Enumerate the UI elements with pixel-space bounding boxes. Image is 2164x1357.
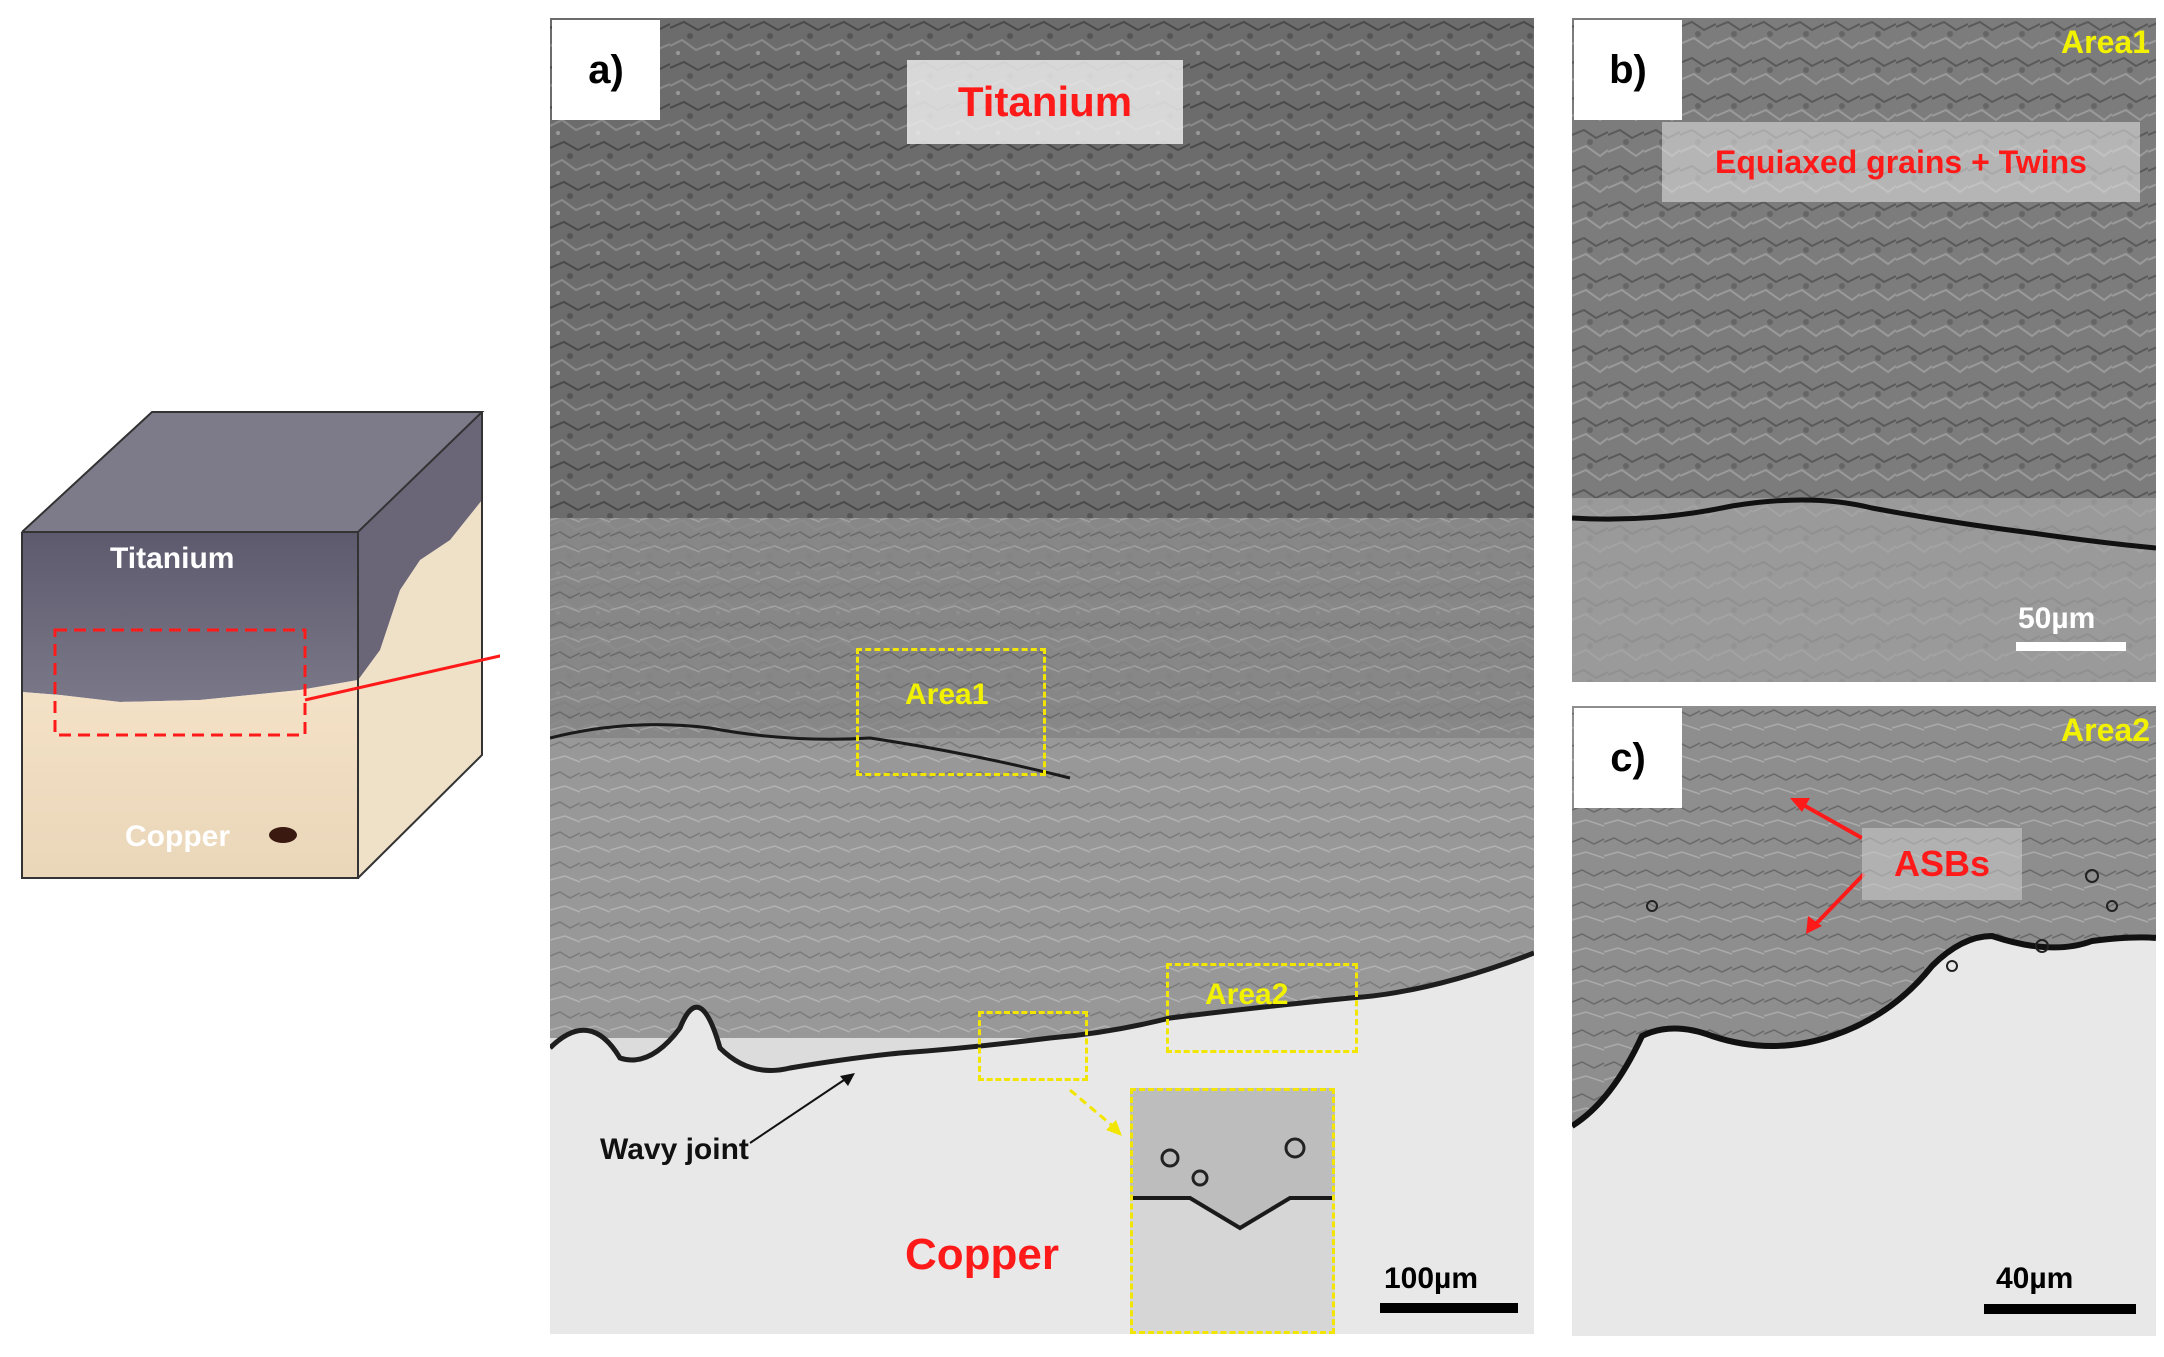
panel-c-micrograph	[1572, 706, 2156, 1336]
panel-a-micrograph	[550, 18, 1534, 1334]
panel-c-tag: c)	[1574, 708, 1682, 808]
panel-c-caption: ASBs	[1893, 843, 1991, 884]
panel-b-tag: b)	[1574, 20, 1682, 120]
wavy-joint-label: Wavy joint	[600, 1133, 749, 1166]
panel-a: a) Titanium Area1 Area2 Wavy joint Coppe…	[550, 18, 1534, 1334]
cube-top-label: Titanium	[110, 542, 235, 575]
area2-label: Area2	[1205, 978, 1289, 1011]
cube-top-face	[22, 412, 482, 532]
area1-label: Area1	[905, 678, 989, 711]
panel-a-title: Titanium	[957, 78, 1133, 125]
panel-c-corner: Area2	[2061, 712, 2150, 748]
area2-box	[1166, 963, 1358, 1053]
cube-drawing	[21, 411, 500, 879]
cube-bottom-label: Copper	[125, 820, 230, 853]
inset-source-box	[978, 1011, 1088, 1081]
panel-c-caption-box: ASBs	[1862, 828, 2022, 900]
panel-b-scale-bar	[2016, 642, 2126, 651]
panel-a-scale-bar	[1380, 1303, 1518, 1313]
area1-box	[856, 648, 1046, 776]
panel-b-caption-box: Equiaxed grains + Twins	[1662, 122, 2140, 202]
panel-a-bottom-title: Copper	[905, 1230, 1059, 1279]
inset-box	[1130, 1088, 1335, 1334]
panel-b-corner: Area1	[2061, 24, 2150, 60]
panel-a-title-box: Titanium	[907, 60, 1183, 144]
panel-a-tag: a)	[552, 20, 660, 120]
panel-b-caption: Equiaxed grains + Twins	[1715, 143, 2087, 180]
panel-c-scale-label: 40µm	[1996, 1262, 2074, 1295]
sample-cube: Titanium Copper	[0, 390, 500, 890]
panel-b-scale-label: 50µm	[2018, 602, 2096, 635]
panel-c-scale-bar	[1984, 1304, 2136, 1314]
panel-c: c) Area2 ASBs 40µm	[1572, 706, 2156, 1336]
panel-b: b) Area1 Equiaxed grains + Twins 50µm	[1572, 18, 2156, 682]
selection-box	[53, 628, 307, 737]
panel-a-scale-label: 100µm	[1384, 1262, 1479, 1295]
